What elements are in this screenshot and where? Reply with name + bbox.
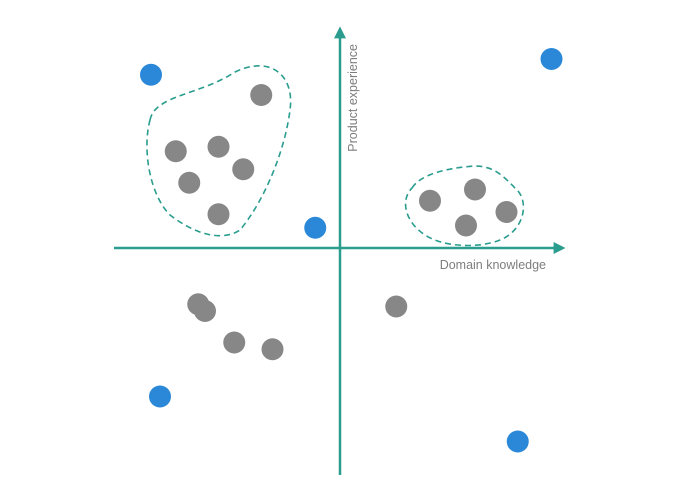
group-point-9	[419, 189, 441, 212]
group-point-13	[194, 300, 216, 322]
x-axis-label: Domain knowledge	[440, 258, 546, 272]
cluster-outline-left	[146, 65, 292, 237]
y-axis-label: Product experience	[346, 44, 360, 152]
highlight-point-2	[540, 48, 563, 70]
highlight-point-1	[140, 63, 162, 86]
highlight-point-3	[304, 216, 327, 239]
cluster-outline-right	[404, 165, 525, 247]
group-point-11	[455, 214, 477, 237]
group-point-6	[207, 203, 230, 226]
group-point-3	[250, 84, 273, 106]
group-point-5	[178, 171, 201, 194]
data-points	[140, 48, 563, 453]
group-point-4	[232, 158, 255, 181]
group-point-12	[495, 201, 518, 223]
group-point-15	[385, 295, 408, 318]
highlight-point-4	[149, 385, 171, 408]
group-point-8	[223, 331, 246, 354]
group-point-2	[207, 135, 230, 158]
highlight-point-5	[506, 430, 529, 453]
group-point-14	[261, 338, 284, 361]
group-point-10	[464, 178, 486, 201]
group-point-1	[164, 140, 187, 163]
